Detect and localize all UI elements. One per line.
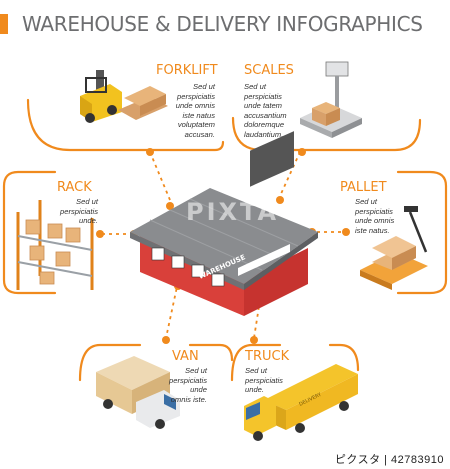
truck-bracket — [230, 343, 282, 382]
van-illustration — [96, 356, 180, 429]
pallet-description: Sed ut perspiciatis unde omnis iste natu… — [355, 197, 395, 235]
scales-bracket — [231, 116, 422, 152]
scales-illustration — [300, 61, 362, 138]
rack-label: RACK — [57, 180, 92, 195]
truck-description: Sed ut perspiciatis unde. — [245, 366, 283, 395]
truck-label: TRUCK — [245, 349, 290, 364]
rack-bracket — [2, 170, 57, 295]
forklift-description: Sed ut perspiciatis unde omnis iste natu… — [175, 82, 215, 139]
van-description: Sed ut perspiciatis unde omnis iste. — [169, 366, 207, 404]
page-title: WAREHOUSE & DELIVERY INFOGRAPHICS — [22, 12, 423, 36]
rack-illustration — [16, 200, 94, 290]
warehouse-illustration — [130, 131, 318, 316]
title-bar: WAREHOUSE & DELIVERY INFOGRAPHICS — [0, 8, 450, 38]
forklift-illustration — [80, 70, 168, 123]
forklift-label: FORKLIFT — [156, 63, 218, 78]
truck-bracket-right — [328, 343, 360, 372]
van-bracket-right — [188, 343, 234, 362]
pallet-bracket — [396, 170, 448, 295]
forklift-bracket — [26, 98, 225, 152]
scales-label: SCALES — [244, 63, 294, 78]
pallet-label: PALLET — [340, 180, 387, 195]
watermark: PIXTA — [186, 198, 280, 226]
pallet-illustration — [360, 206, 428, 290]
van-bracket — [78, 343, 142, 382]
scales-description: Sed ut perspiciatis unde tatem accusanti… — [244, 82, 287, 139]
van-label: VAN — [172, 349, 199, 364]
connector-brackets — [2, 98, 448, 382]
title-accent-bar — [0, 14, 8, 34]
truck-illustration: DELIVERY — [244, 364, 358, 441]
stock-id: ピクスタ | 42783910 — [334, 454, 444, 466]
rack-description: Sed ut perspiciatis unde. — [60, 197, 98, 226]
dashed-connectors — [102, 151, 346, 339]
